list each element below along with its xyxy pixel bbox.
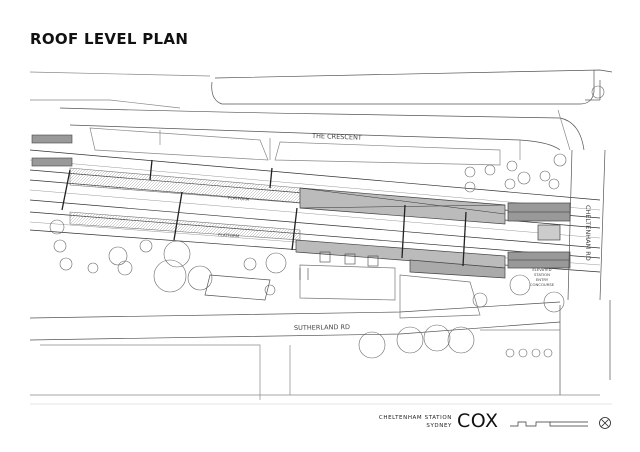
sutherland-road-north <box>29 301 561 319</box>
tree <box>53 239 67 253</box>
rail-line-4 <box>29 199 601 249</box>
platform-upper-label: PLATFORM <box>228 195 250 202</box>
tree <box>117 260 133 276</box>
tree <box>139 239 153 253</box>
concourse-label: ELEVATED STATION ENTRY CONCOURSE <box>530 267 555 287</box>
cheltenham-label: CHELTENHAM RD <box>584 205 592 261</box>
tree <box>509 274 531 296</box>
tree <box>396 326 424 354</box>
concourse-label-line-1: ELEVATED <box>532 267 551 272</box>
project-city: SYDNEY <box>426 423 452 429</box>
tree <box>265 252 287 274</box>
crescent-label: THE CRESCENT <box>311 132 362 142</box>
tree <box>87 262 99 274</box>
tree <box>484 164 496 176</box>
tree <box>531 348 541 358</box>
upper-block <box>214 69 613 79</box>
tree <box>243 257 257 271</box>
platform-lower-label: PLATFORM <box>218 232 240 239</box>
lift-core <box>537 224 561 241</box>
cheltenham-road-east <box>599 149 606 301</box>
tree <box>187 265 213 291</box>
concourse-label-line-4: CONCOURSE <box>530 282 555 287</box>
tree <box>518 348 528 358</box>
concourse-roof <box>409 259 506 279</box>
scale-bar-icon <box>510 421 588 427</box>
tree <box>447 326 475 354</box>
concourse-label-line-3: ENTRY <box>536 277 549 282</box>
tree <box>423 324 451 352</box>
crescent-road-north <box>59 107 585 151</box>
tree <box>358 331 386 359</box>
tree <box>163 240 191 268</box>
west-shelter-1 <box>31 134 73 144</box>
concourse-label-line-2: STATION <box>534 272 550 277</box>
tree <box>505 348 515 358</box>
main-canopy-roof <box>299 187 506 225</box>
upper-platform <box>69 167 301 204</box>
cox-logo: COX <box>457 410 499 432</box>
tree <box>464 181 476 193</box>
north-arrow-icon <box>599 417 611 429</box>
tree <box>49 219 65 235</box>
tree <box>553 153 567 167</box>
lower-canopy-roof <box>295 239 506 269</box>
tree <box>59 257 73 271</box>
cheltenham-road-west <box>567 149 573 301</box>
tree <box>539 170 551 182</box>
tree <box>153 259 187 293</box>
page-title: ROOF LEVEL PLAN <box>30 30 189 48</box>
tree <box>548 178 560 190</box>
rail-line-1 <box>29 149 601 201</box>
tree <box>108 246 128 266</box>
tree <box>504 178 516 190</box>
project-name: CHELTENHAM STATION <box>378 415 452 421</box>
tree <box>543 348 553 358</box>
tree <box>264 284 276 296</box>
project-info: CHELTENHAM STATION SYDNEY <box>379 414 452 430</box>
crescent-road-south <box>69 124 561 151</box>
sutherland-road-south <box>29 321 561 341</box>
tree <box>506 160 518 172</box>
tree <box>591 85 605 99</box>
sutherland-label: SUTHERLAND RD <box>294 323 350 332</box>
tree <box>472 292 488 308</box>
tree <box>517 171 531 185</box>
tree <box>464 166 476 178</box>
west-shelter-2 <box>31 157 73 167</box>
tree <box>543 291 565 313</box>
